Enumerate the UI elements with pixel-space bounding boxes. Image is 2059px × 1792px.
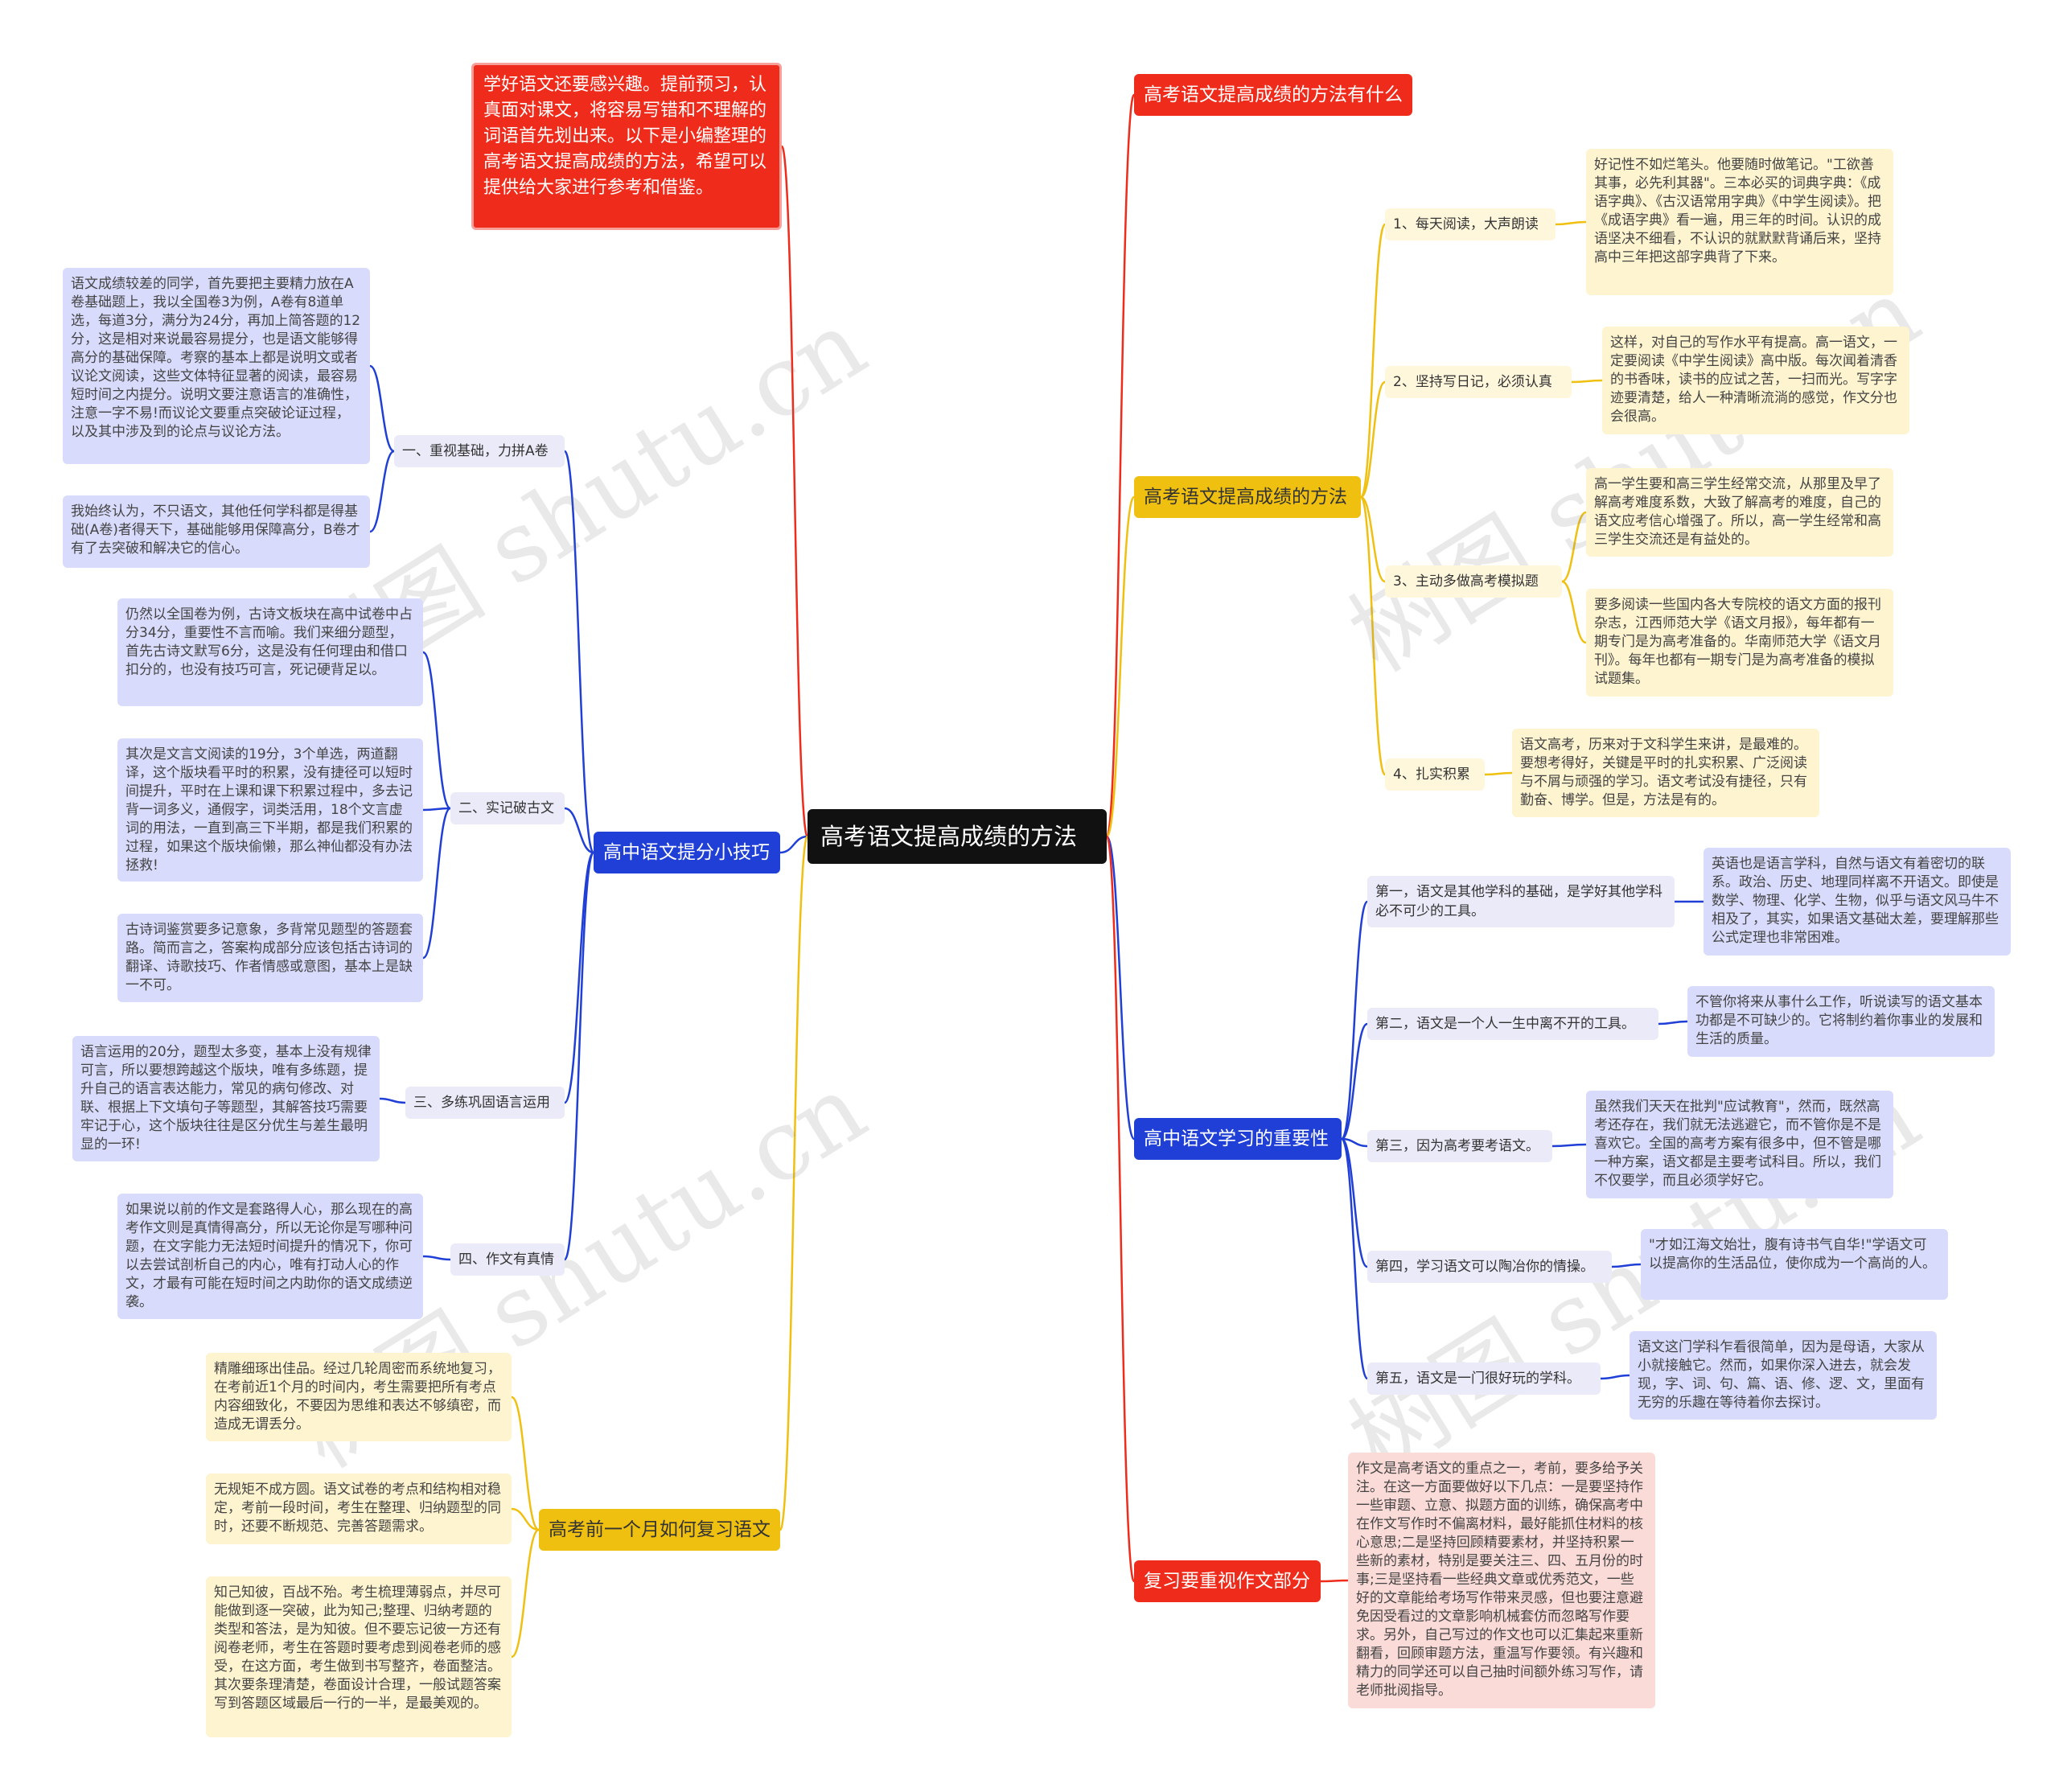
method-mock-exams[interactable]: 3、主动多做高考模拟题: [1385, 565, 1562, 598]
method-accumulate-leaf: 语文高考，历来对于文科学生来讲，是最难的。要想考得好，关键是平时的扎实积累、广泛…: [1512, 729, 1819, 817]
tip-basics-leaf-1: 语文成绩较差的同学，首先要把主要精力放在A卷基础题上，我以全国卷3为例，A卷有8…: [63, 268, 370, 464]
connector-20: [511, 1528, 540, 1658]
tip-classics-leaf-2: 其次是文言文阅读的19分，3个单选，两道翻译，这个版块看平时的积累，没有捷径可以…: [117, 738, 423, 882]
importance-fifth-leaf: 语文这门学科乍看很简单，因为是母语，大家从小就接触它。然而，如果你深入进去，就会…: [1630, 1331, 1937, 1420]
branch-essay[interactable]: 复习要重视作文部分: [1134, 1560, 1321, 1602]
connector-14: [422, 807, 451, 812]
connector-5: [1105, 835, 1136, 1141]
connector-17: [422, 1255, 451, 1261]
root-topic[interactable]: 高考语文提高成绩的方法: [808, 809, 1107, 864]
connector-33: [1341, 1137, 1368, 1268]
tip-classics-leaf-3: 古诗词鉴赏要多记意象，多背常见题型的答题套路。简而言之，答案构成部分应该包括古诗…: [117, 914, 423, 1002]
connector-26: [1571, 379, 1603, 384]
importance-first[interactable]: 第一，语文是其他学科的基础，是学好其他学科必不可少的工具。: [1367, 876, 1675, 927]
connector-19: [511, 1507, 540, 1531]
connector-28: [1561, 580, 1587, 644]
connector-2: [779, 835, 809, 1531]
tip-essay[interactable]: 四、作文有真情: [450, 1243, 565, 1276]
tip-language[interactable]: 三、多练巩固语言运用: [405, 1087, 565, 1119]
last-month-leaf-1: 精雕细琢出佳品。经过几轮周密而系统地复习，在考前近1个月的时间内，考生需要把所有…: [206, 1353, 512, 1441]
importance-fifth[interactable]: 第五，语文是一门很好玩的学科。: [1367, 1362, 1601, 1395]
tip-basics-leaf-2: 我始终认为，不只语文，其他任何学科都是得基础(A卷)者得天下，基础能够用保障高分…: [63, 495, 370, 568]
method-reading[interactable]: 1、每天阅读，大声朗读: [1385, 208, 1556, 240]
connector-34: [1340, 1137, 1369, 1380]
connector-37: [1551, 1143, 1587, 1148]
method-diary[interactable]: 2、坚持写日记，必须认真: [1385, 366, 1572, 398]
method-accumulate[interactable]: 4、扎实积累: [1385, 758, 1485, 791]
connector-18: [511, 1395, 540, 1531]
connector-11: [369, 364, 395, 453]
connector-10: [563, 851, 595, 1261]
method-mock-exams-leaf-2: 要多阅读一些国内各大专院校的语文方面的报刊杂志，江西师范大学《语文月报》，每年都…: [1586, 589, 1893, 697]
connector-3: [1105, 93, 1136, 838]
tip-basics[interactable]: 一、重视基础，力拼A卷: [394, 435, 565, 467]
branch-what-methods[interactable]: 高考语文提高成绩的方法有什么: [1134, 74, 1412, 116]
method-diary-leaf: 这样，对自己的写作水平有提高。高一语文，一定要阅读《中学生阅读》高中版。每次闻着…: [1602, 327, 1909, 434]
importance-fourth[interactable]: 第四，学习语文可以陶冶你的情操。: [1367, 1251, 1612, 1283]
tip-essay-leaf-1: 如果说以前的作文是套路得人心，那么现在的高考作文则是真情得高分，所以无论你是写哪…: [117, 1194, 423, 1319]
connector-36: [1658, 1020, 1688, 1025]
connector-29: [1484, 771, 1513, 776]
connector-7: [563, 450, 595, 854]
tip-classics-leaf-1: 仍然以全国卷为例，古诗文板块在高中试卷中占分34分，重要性不言而喻。我们来细分题…: [117, 598, 423, 706]
connector-40: [1320, 1579, 1349, 1583]
connector-21: [1359, 223, 1387, 499]
last-month-leaf-2: 无规矩不成方圆。语文试卷的考点和结构相对稳定，考前一段时间，考生在整理、归纳题型…: [206, 1473, 512, 1544]
connector-24: [1359, 495, 1387, 776]
connector-27: [1561, 511, 1587, 583]
connector-13: [422, 651, 451, 810]
branch-last-month[interactable]: 高考前一个月如何复习语文: [539, 1509, 780, 1551]
importance-third[interactable]: 第三，因为高考要考语文。: [1367, 1130, 1552, 1162]
essay-leaf: 作文是高考语文的重点之一，考前，要多给予关注。在这一方面要做好以下几点：一是要坚…: [1348, 1453, 1655, 1708]
tip-language-leaf-1: 语言运用的20分，题型太多变，基本上没有规律可言，所以要想跨越这个版块，唯有多练…: [72, 1036, 380, 1161]
connector-16: [379, 1097, 406, 1104]
importance-second-leaf: 不管你将来从事什么工作，听说读写的语文基本功都是不可缺少的。它将制约着你事业的发…: [1687, 986, 1995, 1057]
connector-22: [1360, 380, 1386, 499]
connector-31: [1341, 1022, 1368, 1141]
connector-25: [1555, 220, 1587, 226]
connector-0: [780, 145, 809, 838]
last-month-leaf-3: 知己知彼，百战不殆。考生梳理薄弱点，并尽可能做到逐一突破，此为知己;整理、归纳考…: [206, 1576, 512, 1737]
connector-32: [1341, 1137, 1368, 1148]
connector-30: [1340, 900, 1369, 1141]
connector-6: [1105, 835, 1136, 1583]
connector-4: [1105, 495, 1136, 838]
connector-15: [422, 807, 451, 960]
intro-summary[interactable]: 学好语文还要感兴趣。提前预习，认真面对课文，将容易写错和不理解的词语首先划出来。…: [471, 63, 782, 230]
connector-39: [1600, 1374, 1630, 1380]
connector-8: [564, 807, 594, 854]
importance-fourth-leaf: "才如江海文始壮，腹有诗书气自华!"学语文可以提高你的生活品位，使你成为一个高尚…: [1641, 1229, 1948, 1300]
method-reading-leaf: 好记性不如烂笔头。他要随时做笔记。"工欲善其事，必先利其器"。三本必买的词典字典…: [1586, 149, 1893, 295]
method-mock-exams-leaf-1: 高一学生要和高三学生经常交流，从那里及早了解高考难度系数，大致了解高考的难度，自…: [1586, 468, 1893, 557]
connector-38: [1611, 1263, 1642, 1268]
branch-tips[interactable]: 高中语文提分小技巧: [594, 832, 780, 873]
importance-third-leaf: 虽然我们天天在批判"应试教育"，然而，既然高考还存在，我们就无法逃避它，而不管你…: [1586, 1091, 1893, 1198]
connector-23: [1360, 495, 1386, 583]
tip-classics[interactable]: 二、实记破古文: [450, 792, 565, 824]
connector-12: [369, 450, 395, 533]
importance-second[interactable]: 第二，语文是一个人一生中离不开的工具。: [1367, 1008, 1658, 1040]
connector-1: [779, 835, 808, 854]
importance-first-leaf: 英语也是语言学科，自然与语文有着密切的联系。政治、历史、地理同样离不开语文。即使…: [1704, 848, 2011, 956]
branch-methods[interactable]: 高考语文提高成绩的方法: [1134, 476, 1361, 518]
branch-importance[interactable]: 高中语文学习的重要性: [1134, 1118, 1342, 1160]
